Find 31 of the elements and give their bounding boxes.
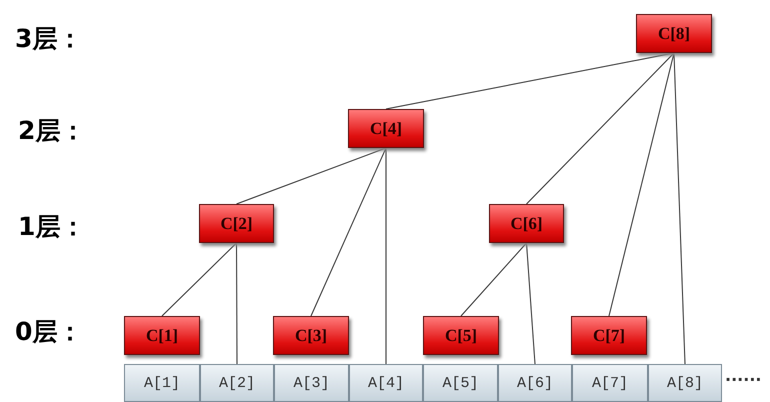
array-cell: A[2] xyxy=(200,364,274,402)
tree-node-box: C[8] xyxy=(636,14,712,53)
array-cell: A[8] xyxy=(648,364,722,402)
tree-line xyxy=(608,52,674,316)
tree-node-box: C[3] xyxy=(273,316,349,355)
array-cell: A[5] xyxy=(423,364,498,402)
level-label: 1层： xyxy=(18,211,86,243)
ellipsis-dots: ······ xyxy=(725,370,762,389)
tree-line xyxy=(236,242,238,364)
tree-line xyxy=(386,52,674,110)
tree-line xyxy=(526,52,674,204)
tree-node-box: C[2] xyxy=(199,204,274,243)
array-cell: A[4] xyxy=(349,364,423,402)
tree-node-box: C[4] xyxy=(348,109,424,148)
array-cell: A[6] xyxy=(498,364,572,402)
tree-node-box: C[6] xyxy=(489,204,564,243)
tree-line xyxy=(310,148,386,316)
level-label: 0层： xyxy=(15,316,82,348)
tree-line xyxy=(674,52,686,364)
array-cell: A[3] xyxy=(274,364,349,402)
level-label: 3层： xyxy=(15,23,82,55)
array-cell: A[7] xyxy=(572,364,648,402)
tree-line xyxy=(460,242,527,316)
tree-line xyxy=(526,242,536,364)
level-label: 2层： xyxy=(18,115,86,147)
array-cell: A[1] xyxy=(124,364,200,402)
tree-line xyxy=(162,242,237,316)
tree-node-box: C[7] xyxy=(571,316,647,355)
tree-line xyxy=(236,148,386,204)
tree-node-box: C[1] xyxy=(124,316,200,355)
tree-node-box: C[5] xyxy=(423,316,499,355)
